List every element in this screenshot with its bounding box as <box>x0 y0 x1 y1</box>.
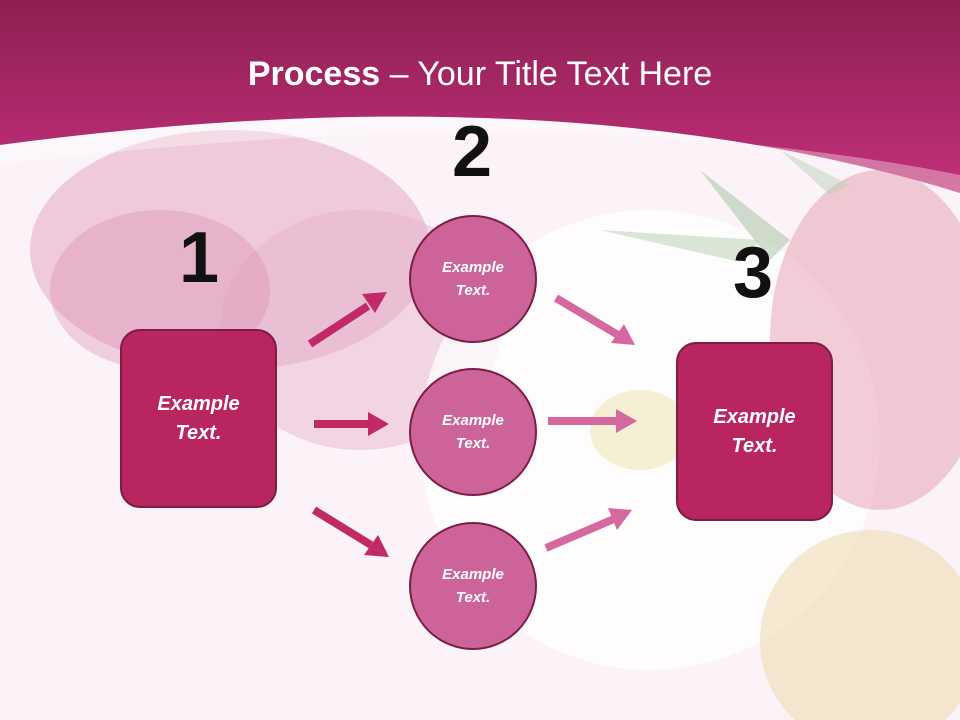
step-2-circle-middle: Example Text. <box>409 368 537 496</box>
step-2-circle-top: Example Text. <box>409 215 537 343</box>
arrow-icon <box>311 506 389 557</box>
arrow-icon <box>307 292 387 348</box>
arrow-icon <box>314 412 389 436</box>
arrow-icon <box>548 409 637 433</box>
circle-top-line2: Text. <box>455 282 491 299</box>
title-bold: Process <box>247 55 381 93</box>
circle-middle-line1: Example <box>442 412 504 429</box>
step-2-circle-bottom: Example Text. <box>409 522 537 650</box>
header-swoosh <box>0 116 960 193</box>
step-3-text-line2: Text. <box>731 434 778 457</box>
step-number-1: 1 <box>178 218 220 298</box>
arrow-icon <box>544 508 632 552</box>
circle-middle-line2: Text. <box>455 435 491 452</box>
step-number-3: 3 <box>732 233 774 313</box>
page-title: Process – Your Title Text Here <box>0 52 960 96</box>
title-rest: – Your Title Text Here <box>380 55 713 93</box>
step-number-2: 2 <box>451 112 493 192</box>
step-3-box: Example Text. <box>676 342 833 521</box>
step-1-text-line1: Example <box>157 392 240 415</box>
circle-bottom-line2: Text. <box>455 589 491 606</box>
step-1-text-line2: Text. <box>175 421 222 444</box>
arrow-icon <box>553 294 635 345</box>
step-3-text-line1: Example <box>713 405 796 428</box>
header-band <box>0 0 960 193</box>
circle-top-line1: Example <box>442 259 504 276</box>
circle-bottom-line1: Example <box>442 566 504 583</box>
step-1-box: Example Text. <box>120 329 277 508</box>
